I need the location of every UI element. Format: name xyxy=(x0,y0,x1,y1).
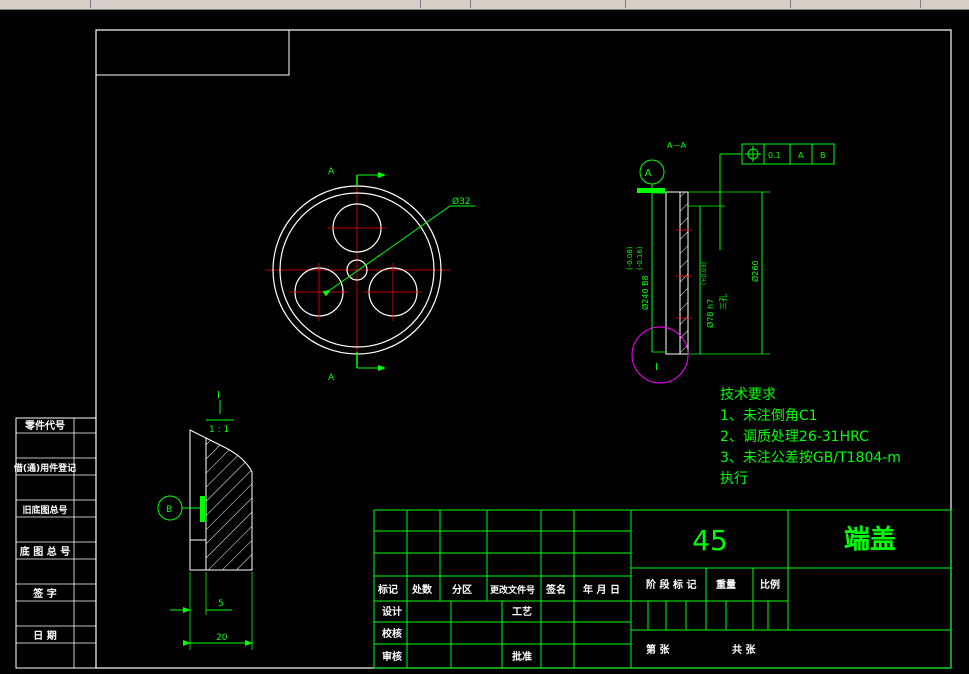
scale-label: 比例 xyxy=(760,578,780,591)
detail-view-label: I xyxy=(217,390,220,401)
toolbar-segment[interactable] xyxy=(470,0,626,8)
material-value: 45 xyxy=(692,524,728,557)
drawing-frame xyxy=(15,29,952,669)
cad-drawing-canvas[interactable]: 零件代号 借(通)用件登记 旧底图总号 底 图 总 号 签 字 日 期 A A … xyxy=(0,10,969,674)
detail-callout-label: I xyxy=(655,362,658,373)
row-design: 设计 xyxy=(382,605,402,618)
dim-center-note: (+0.03) xyxy=(701,262,708,285)
dim-right-diameter: Ø260 xyxy=(750,260,760,282)
toolbar-segment[interactable] xyxy=(420,0,471,8)
section-title: A—A xyxy=(667,141,686,150)
toolbar-segment[interactable] xyxy=(90,0,421,8)
detail-view xyxy=(157,400,253,650)
sheets-total: 共 张 xyxy=(732,643,756,656)
title-block xyxy=(373,509,952,669)
tech-requirement-item: 1、未注倒角C1 xyxy=(720,408,818,424)
front-view xyxy=(265,172,475,371)
weight-label: 重量 xyxy=(716,578,736,591)
datum-a-label: A xyxy=(645,168,652,179)
header-change-doc: 更改文件号 xyxy=(490,584,535,596)
section-view xyxy=(631,143,835,384)
dim-center-extra: 三孔 xyxy=(719,294,728,310)
header-date: 年 月 日 xyxy=(583,583,620,596)
header-count: 处数 xyxy=(411,583,433,596)
tech-requirement-item: 2、调质处理26-31HRC xyxy=(720,429,869,445)
window-toolbar-strip xyxy=(0,0,969,10)
header-signature: 签名 xyxy=(545,583,566,596)
detail-view-scale: 1 : 1 xyxy=(209,425,229,435)
tech-requirement-item: 3、未注公差按GB/T1804-m xyxy=(720,450,901,466)
side-label-old-base-number: 旧底图总号 xyxy=(22,504,67,516)
side-label-signature: 签 字 xyxy=(32,587,56,600)
row-check: 校核 xyxy=(382,627,402,640)
toolbar-segment[interactable] xyxy=(790,0,921,8)
dim-center-diameter: Ø78 h7 xyxy=(705,299,715,328)
side-label-borrow-register: 借(通)用件登记 xyxy=(13,462,76,474)
dim-tolerance-lower: (-0.16) xyxy=(636,246,644,270)
side-label-base-number: 底 图 总 号 xyxy=(20,545,70,558)
approve-label: 批准 xyxy=(512,650,532,663)
section-mark-top: A xyxy=(328,167,335,177)
hole-diameter-dim: Ø32 xyxy=(452,196,471,207)
dim-tolerance-upper: (-0.08) xyxy=(626,246,634,270)
header-mark: 标记 xyxy=(377,583,398,596)
dim-outer-diameter: Ø240 B8 xyxy=(640,275,650,310)
side-label-strip xyxy=(16,418,96,668)
tech-requirements-title: 技术要求 xyxy=(720,387,776,403)
header-zone: 分区 xyxy=(452,583,472,596)
sheet-number: 第 张 xyxy=(646,643,670,656)
tolerance-value: 0.1 xyxy=(768,151,781,160)
dim-width: 20 xyxy=(216,633,228,643)
tolerance-datum-a: A xyxy=(798,151,804,160)
side-label-date: 日 期 xyxy=(33,629,56,642)
tech-requirement-item: 执行 xyxy=(720,471,748,487)
dim-small: 5 xyxy=(218,599,224,609)
process-label: 工艺 xyxy=(512,605,532,618)
toolbar-segment[interactable] xyxy=(920,0,969,8)
toolbar-segment[interactable] xyxy=(0,0,91,8)
toolbar-segment[interactable] xyxy=(625,0,791,8)
datum-b-label: B xyxy=(166,505,172,515)
part-name: 端盖 xyxy=(844,524,896,555)
side-label-part-code: 零件代号 xyxy=(24,419,65,432)
stage-label: 阶 段 标 记 xyxy=(646,578,696,591)
row-review: 审核 xyxy=(382,650,402,663)
section-mark-bottom: A xyxy=(328,373,335,383)
tolerance-datum-b: B xyxy=(820,151,826,160)
